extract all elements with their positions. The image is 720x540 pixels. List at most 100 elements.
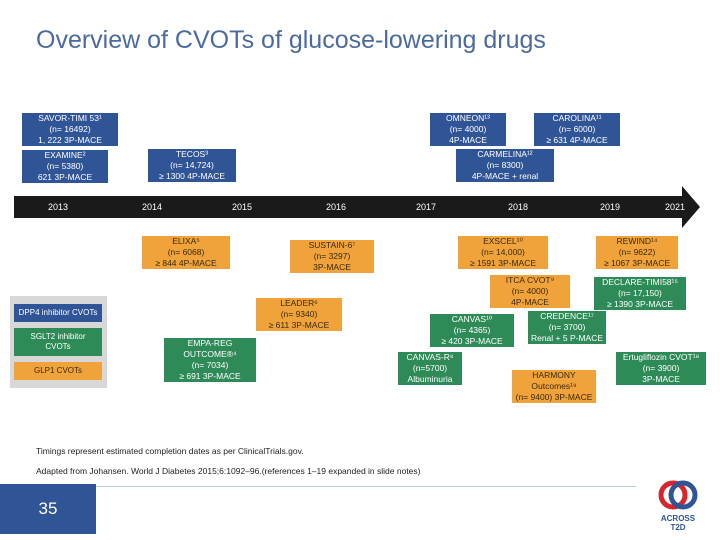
year-label: 2016 [325, 202, 347, 212]
trial-sustain-n: (n= 3297) [313, 251, 351, 261]
trial-harmony-subtitle: Outcomes¹⁹ [531, 381, 577, 391]
trial-sustain-endpoint: 3P-MACE [313, 262, 351, 272]
trial-exscel-box: EXSCEL¹⁰ (n= 14,000) ≥ 1591 3P-MACE [458, 236, 548, 269]
trial-ertu-endpoint: 3P-MACE [642, 374, 680, 384]
logo-line2: T2D [670, 523, 686, 532]
trial-savor-name: SAVOR-TIMI 53¹ [38, 113, 102, 123]
trial-carmelina-endpoint: 4P-MACE + renal [471, 171, 539, 181]
trial-harmony-name: HARMONY [532, 370, 576, 380]
trial-canvasr-endpoint: Albuminuria [407, 374, 453, 384]
trial-canvas-n: (n= 4365) [453, 325, 491, 335]
trial-canvas-box: CANVAS¹⁰ (n= 4365) ≥ 420 3P-MACE [430, 314, 514, 347]
trial-savor-n: (n= 16492) [49, 124, 91, 134]
trial-tecos-endpoint: ≥ 1300 4P-MACE [158, 171, 226, 181]
slide-title: Overview of CVOTs of glucose-lowering dr… [36, 26, 546, 54]
trial-canvas-endpoint: ≥ 420 3P-MACE [441, 336, 503, 346]
trial-carmelina-name: CARMELINA¹² [477, 149, 533, 159]
trial-leader-name: LEADER⁶ [280, 298, 318, 308]
trial-canvasr-box: CANVAS-R⁸ (n=5700) Albuminuria [398, 352, 462, 385]
year-label: 2017 [415, 202, 437, 212]
trial-canvas-name: CANVAS¹⁰ [451, 314, 493, 324]
timeline-arrowhead [682, 186, 700, 228]
trial-exscel-n: (n= 14,000) [481, 247, 525, 257]
year-label: 2014 [141, 202, 163, 212]
timeline-bar [14, 196, 686, 218]
trial-carolina-n: (n= 6000) [558, 124, 596, 134]
legend-glp1: GLP1 CVOTs [14, 362, 102, 380]
trial-carmelina-n: (n= 8300) [486, 160, 524, 170]
trial-declare-box: DECLARE-TIMI58¹⁵ (n= 17,150) ≥ 1390 3P-M… [594, 277, 686, 310]
trial-itca-box: ITCA CVOT⁹ (n= 4000) 4P-MACE [490, 275, 570, 308]
logo-mark-icon [658, 480, 698, 510]
trial-leader-endpoint: ≥ 611 3P-MACE [268, 320, 330, 330]
trial-carolina-endpoint: ≥ 631 4P-MACE [546, 135, 608, 145]
legend-sglt2-line1: SGLT2 inhibitor [30, 332, 86, 341]
page-number: 35 [38, 499, 58, 518]
trial-leader-n: (n= 9340) [280, 309, 318, 319]
trial-itca-endpoint: 4P-MACE [511, 297, 549, 307]
across-t2d-logo: ACROSS T2D [652, 476, 704, 534]
year-label: 2018 [507, 202, 529, 212]
trial-canvasr-name: CANVAS-R⁸ [406, 352, 454, 362]
trial-ertu-n: (n= 3900) [642, 363, 680, 373]
trial-examine-name: EXAMINE² [44, 150, 86, 160]
trial-exscel-name: EXSCEL¹⁰ [483, 236, 523, 246]
trial-sustain-box: SUSTAIN-6⁷ (n= 3297) 3P-MACE [290, 240, 374, 273]
logo-line1: ACROSS [660, 514, 696, 523]
footer-rule [96, 486, 636, 487]
trial-empareg-subtitle: OUTCOME®⁴ [183, 349, 237, 359]
trial-rewind-endpoint: ≥ 1067 3P-MACE [603, 258, 671, 268]
trial-rewind-box: REWIND¹⁴ (n= 9622) ≥ 1067 3P-MACE [596, 236, 678, 269]
trial-credence-endpoint: Renal + 5 P-MACE [530, 333, 604, 343]
trial-empareg-n: (n= 7034) [191, 360, 229, 370]
year-label: 2015 [231, 202, 253, 212]
trial-sustain-name: SUSTAIN-6⁷ [308, 240, 356, 250]
trial-omneon-box: OMNEON¹³ (n= 4000) 4P-MACE [430, 113, 506, 146]
trial-omneon-n: (n= 4000) [449, 124, 487, 134]
trial-carmelina-box: CARMELINA¹² (n= 8300) 4P-MACE + renal [456, 149, 554, 182]
year-label: 2021 [664, 202, 686, 212]
trial-exscel-endpoint: ≥ 1591 3P-MACE [469, 258, 537, 268]
trial-carolina-name: CAROLINA¹¹ [552, 113, 602, 123]
trial-itca-name: ITCA CVOT⁹ [505, 275, 555, 285]
trial-harmony-n: (n= 9400) 3P-MACE [515, 392, 593, 402]
trial-leader-box: LEADER⁶ (n= 9340) ≥ 611 3P-MACE [256, 298, 342, 331]
footnote-reference: Adapted from Johansen. World J Diabetes … [36, 466, 421, 476]
trial-tecos-n: (n= 14,724) [170, 160, 214, 170]
trial-savor-endpoint: 1, 222 3P-MACE [38, 135, 102, 145]
trial-omneon-name: OMNEON¹³ [446, 113, 490, 123]
trial-itca-n: (n= 4000) [511, 286, 549, 296]
trial-canvasr-n: (n=5700) [412, 363, 448, 373]
trial-tecos-box: TECOS³ (n= 14,724) ≥ 1300 4P-MACE [148, 149, 236, 182]
legend-sglt2: SGLT2 inhibitor CVOTs [14, 328, 102, 356]
trial-harmony-box: HARMONY Outcomes¹⁹ (n= 9400) 3P-MACE [512, 370, 596, 403]
year-label: 2019 [599, 202, 621, 212]
footnote-timings: Timings represent estimated completion d… [36, 446, 304, 456]
trial-credence-name: CREDENCE¹⁷ [540, 311, 594, 321]
trial-examine-endpoint: 621 3P-MACE [37, 172, 93, 182]
legend-dpp4: DPP4 inhibitor CVOTs [14, 304, 102, 322]
trial-declare-endpoint: ≥ 1390 3P-MACE [606, 299, 674, 309]
trial-omneon-endpoint: 4P-MACE [449, 135, 487, 145]
legend-sglt2-line2: CVOTs [45, 342, 71, 351]
trial-carolina-box: CAROLINA¹¹ (n= 6000) ≥ 631 4P-MACE [534, 113, 620, 146]
trial-declare-name: DECLARE-TIMI58¹⁵ [602, 277, 678, 287]
trial-ertu-box: Ertugliflozin CVOT¹⁸ (n= 3900) 3P-MACE [616, 352, 706, 385]
trial-tecos-name: TECOS³ [175, 149, 209, 159]
year-label: 2013 [47, 202, 69, 212]
trial-examine-box: EXAMINE² (n= 5380) 621 3P-MACE [22, 150, 108, 183]
trial-empareg-endpoint: ≥ 691 3P-MACE [179, 371, 241, 381]
trial-declare-n: (n= 17,150) [618, 288, 662, 298]
trial-elixa-name: ELIXA⁵ [172, 236, 200, 246]
trial-savor-box: SAVOR-TIMI 53¹ (n= 16492) 1, 222 3P-MACE [22, 113, 118, 146]
trial-elixa-n: (n= 6068) [167, 247, 205, 257]
trial-elixa-endpoint: ≥ 844 4P-MACE [155, 258, 217, 268]
trial-credence-box: CREDENCE¹⁷ (n= 3700) Renal + 5 P-MACE [528, 311, 606, 344]
trial-credence-n: (n= 3700) [548, 322, 586, 332]
trial-ertu-name: Ertugliflozin CVOT¹⁸ [622, 352, 700, 362]
trial-empareg-box: EMPA-REG OUTCOME®⁴ (n= 7034) ≥ 691 3P-MA… [164, 338, 256, 382]
trial-elixa-box: ELIXA⁵ (n= 6068) ≥ 844 4P-MACE [142, 236, 230, 269]
trial-examine-n: (n= 5380) [46, 161, 84, 171]
trial-rewind-n: (n= 9622) [618, 247, 656, 257]
footer-bar [0, 484, 96, 534]
